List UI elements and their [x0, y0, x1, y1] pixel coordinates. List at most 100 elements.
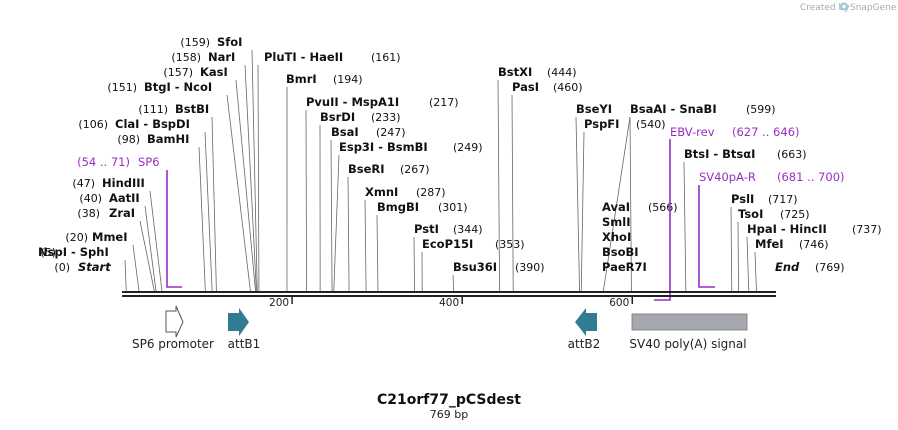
site-bmri[interactable]: BmrI — [286, 72, 317, 86]
leader-line — [251, 49, 258, 292]
site-ecop15i[interactable]: EcoP15I — [422, 237, 473, 251]
feature-attb2[interactable]: attB2 — [568, 308, 601, 351]
restriction-site-labels: (5) NspI - SphI (20) MmeI (38) ZraI (40)… — [38, 35, 882, 274]
site-pos-pspfi: (540) — [636, 118, 666, 131]
leader-line — [347, 176, 350, 292]
feature-label-sv40-polya: SV40 poly(A) signal — [629, 337, 746, 351]
leader-line — [226, 94, 251, 292]
site-pos-bsai: (247) — [376, 126, 406, 139]
leader-line — [198, 146, 206, 292]
site-mfei[interactable]: MfeI — [755, 237, 784, 251]
site-pspfi[interactable]: PspFI — [584, 117, 619, 131]
leader-line — [144, 205, 157, 292]
feature-sp6-promoter[interactable]: SP6 promoter — [132, 305, 214, 351]
leader-line — [683, 161, 687, 292]
sequence-backbone — [122, 291, 776, 297]
site-pasi[interactable]: PasI — [512, 80, 539, 94]
site-xmni[interactable]: XmnI — [365, 185, 398, 199]
site-pvuii-mspa1i[interactable]: PvuII - MspA1I — [306, 95, 399, 109]
site-hindiii[interactable]: HindIII — [102, 176, 145, 190]
site-pos-nspi: (5) — [40, 246, 56, 259]
leader-line — [737, 221, 739, 292]
site-bsrdi[interactable]: BsrDI — [320, 110, 355, 124]
leader-line — [305, 109, 307, 292]
site-bsaai-snabi[interactable]: BsaAI - SnaBI — [630, 102, 717, 116]
site-pos-ecop15i: (353) — [495, 238, 525, 251]
leader-line — [244, 64, 257, 292]
site-paer7i[interactable]: PaeR7I — [602, 260, 647, 274]
promoter-arrow-icon — [165, 305, 184, 338]
leader-line — [333, 154, 340, 292]
site-bstbi[interactable]: BstBI — [175, 102, 209, 116]
primer-label-sv40pa-r: SV40pA-R — [699, 170, 756, 184]
leader-line — [330, 139, 333, 292]
leader-line — [754, 251, 757, 292]
site-kasi[interactable]: KasI — [200, 65, 228, 79]
snapgene-logo-icon — [840, 2, 848, 11]
site-btgi-ncoi[interactable]: BtgI - NcoI — [144, 80, 212, 94]
site-bstxi[interactable]: BstXI — [498, 65, 532, 79]
site-avai[interactable]: AvaI — [602, 200, 630, 214]
site-zrai[interactable]: ZraI — [109, 206, 135, 220]
site-smli[interactable]: SmlI — [602, 215, 631, 229]
site-clai-bspdi[interactable]: ClaI - BspDI — [115, 117, 190, 131]
site-pos-psti: (344) — [453, 223, 483, 236]
primer-ebv-rev[interactable]: EBV-rev (627 .. 646) — [654, 125, 800, 301]
site-bsobi[interactable]: BsoBI — [602, 245, 639, 259]
credit-text: Created by — [800, 3, 850, 13]
start-label: Start — [78, 260, 111, 274]
site-pluti-haeii[interactable]: PluTI - HaeII — [264, 50, 343, 64]
leader-line — [629, 116, 632, 292]
ruler-tick-label: 600 — [609, 297, 629, 309]
site-pos-hindiii: (47) — [72, 177, 95, 190]
map-length: 769 bp — [430, 408, 468, 421]
site-bsai[interactable]: BsaI — [331, 125, 359, 139]
site-bamhi[interactable]: BamHI — [147, 132, 189, 146]
primer-sp6[interactable]: (54 .. 71) SP6 — [77, 155, 182, 288]
leader-line — [257, 64, 260, 292]
site-esp3i-bsmbi[interactable]: Esp3I - BsmBI — [339, 140, 428, 154]
site-pos-hpai: (737) — [852, 223, 882, 236]
site-pos-bsu36i: (390) — [515, 261, 545, 274]
site-bseyi[interactable]: BseYI — [576, 102, 612, 116]
site-pos-pasi: (460) — [553, 81, 583, 94]
site-pos-bsaai: (599) — [746, 103, 776, 116]
site-psli[interactable]: PslI — [731, 192, 754, 206]
site-tsoi[interactable]: TsoI — [738, 207, 763, 221]
primer-range-sv40pa-r: (681 .. 700) — [777, 170, 845, 184]
polya-box — [631, 313, 748, 331]
end-pos: (769) — [815, 261, 845, 274]
site-bsu36i[interactable]: Bsu36I — [453, 260, 497, 274]
site-pos-pluti: (161) — [371, 51, 401, 64]
ruler-tick-label: 400 — [439, 297, 459, 309]
site-aatii[interactable]: AatII — [109, 191, 140, 205]
site-beri[interactable]: BseRI — [348, 162, 385, 176]
site-nari[interactable]: NarI — [208, 50, 235, 64]
leader-line — [211, 116, 217, 292]
primer-sv40pa-r[interactable]: SV40pA-R (681 .. 700) — [698, 170, 845, 288]
leader-line — [746, 236, 750, 292]
site-psti[interactable]: PstI — [414, 222, 439, 236]
site-pos-bmgbi: (301) — [438, 201, 468, 214]
ruler-tick-label: 200 — [269, 297, 289, 309]
site-pos-beri: (267) — [400, 163, 430, 176]
site-sfoi[interactable]: SfoI — [217, 35, 242, 49]
site-mmei[interactable]: MmeI — [92, 230, 128, 244]
site-pos-bsrdi: (233) — [371, 111, 401, 124]
site-xhoi[interactable]: XhoI — [602, 230, 631, 244]
primer-label-sp6: SP6 — [138, 155, 160, 169]
site-nspi-sphi[interactable]: NspI - SphI — [38, 245, 109, 259]
start-pos: (0) — [54, 261, 70, 274]
site-hpai-hincii[interactable]: HpaI - HincII — [747, 222, 827, 236]
leader-line — [452, 274, 455, 292]
site-pos-tsoi: (725) — [780, 208, 810, 221]
site-pos-psli: (717) — [768, 193, 798, 206]
feature-attb1[interactable]: attB1 — [228, 308, 261, 351]
site-btsi-btsai[interactable]: BtsI - BtsαI — [684, 147, 755, 161]
feature-sv40-polya[interactable]: SV40 poly(A) signal — [629, 313, 748, 351]
leader-line — [602, 116, 631, 292]
site-pos-mfei: (746) — [799, 238, 829, 251]
site-pos-bstbi: (111) — [138, 103, 168, 116]
site-pos-sfoi: (159) — [180, 36, 210, 49]
site-bmgbi[interactable]: BmgBI — [377, 200, 419, 214]
